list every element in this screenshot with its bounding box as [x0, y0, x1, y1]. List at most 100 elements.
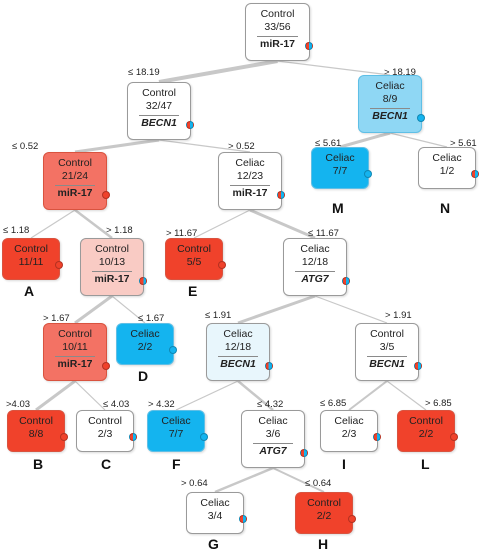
leaf-letter-E: E	[188, 283, 198, 299]
edge-label-n8-n12: > 1.91	[385, 310, 412, 321]
node-count: 32/47	[145, 100, 173, 112]
edge-n1-n3	[74, 138, 160, 154]
class-distribution-dot-icon	[169, 346, 177, 354]
edge-n4-n8	[249, 208, 316, 240]
node-count: 7/7	[332, 165, 348, 177]
node-split-feature: miR-17	[232, 187, 268, 199]
node-count: 2/3	[341, 428, 357, 440]
node-count: 3/6	[265, 428, 281, 440]
node-count: 10/13	[98, 256, 126, 268]
class-distribution-dot-icon	[417, 114, 425, 122]
node-count: 2/2	[137, 341, 153, 353]
edge-n9-C	[74, 380, 106, 411]
node-class-label: Control	[95, 243, 129, 255]
node-count: 5/5	[186, 256, 202, 268]
class-distribution-dot-icon	[373, 433, 381, 441]
node-split-feature: miR-17	[57, 187, 93, 199]
edge-label-n1-n4: > 0.52	[228, 141, 255, 152]
edge-label-n2-N: > 5.61	[450, 138, 477, 149]
class-distribution-dot-icon	[55, 261, 63, 269]
edge-n4-E	[193, 209, 251, 239]
node-class-label: Control	[260, 8, 295, 20]
edge-label-n3-A: ≤ 1.18	[3, 225, 30, 236]
node-class-label: Celiac	[432, 152, 462, 164]
class-distribution-dot-icon	[102, 191, 110, 199]
edge-label-n8-n11: ≤ 1.91	[205, 310, 232, 321]
edge-label-n16-G: > 0.64	[181, 478, 208, 489]
edge-n8-n11	[237, 294, 316, 325]
edge-n2-N	[389, 132, 448, 148]
node-count: 7/7	[168, 428, 184, 440]
edge-n8-n12	[314, 295, 388, 324]
node-class-label: Celiac	[258, 415, 288, 427]
edge-label-n6-D: ≤ 1.67	[138, 313, 165, 324]
node-class-label: Control	[370, 328, 404, 340]
node-class-label: Celiac	[375, 80, 405, 92]
node-class-label: Celiac	[161, 415, 191, 427]
node-class-label: Control	[177, 243, 211, 255]
node-divider	[257, 36, 298, 37]
class-distribution-dot-icon	[239, 515, 247, 523]
class-distribution-dot-icon	[200, 433, 208, 441]
leaf-letter-A: A	[24, 283, 35, 299]
node-divider	[253, 443, 293, 444]
node-class-label: Control	[142, 87, 176, 99]
leaf-letter-L: L	[421, 456, 430, 472]
edge-n1-n4	[158, 139, 251, 153]
leaf-letter-I: I	[342, 456, 346, 472]
edge-label-n12-L: > 6.85	[425, 398, 452, 409]
leaf-letter-N: N	[440, 200, 451, 216]
node-split-feature: miR-17	[94, 273, 130, 285]
node-count: 3/4	[207, 510, 223, 522]
node-count: 2/2	[316, 510, 332, 522]
edge-label-n9-C: ≤ 4.03	[103, 399, 130, 410]
edge-label-n11-F: > 4.32	[148, 399, 175, 410]
leaf-letter-M: M	[332, 200, 344, 216]
edge-n2-M	[339, 131, 391, 149]
edge-label-n1-n3: ≤ 0.52	[12, 141, 39, 152]
node-divider	[295, 271, 335, 272]
edge-label-n11-n16: ≤ 4.32	[257, 399, 284, 410]
class-distribution-dot-icon	[348, 515, 356, 523]
node-count: 12/18	[301, 256, 329, 268]
edge-label-n6-n9: > 1.67	[43, 313, 70, 324]
edge-n16-H	[272, 467, 325, 493]
class-distribution-dot-icon	[218, 261, 226, 269]
node-divider	[367, 356, 407, 357]
class-distribution-dot-icon	[471, 170, 479, 178]
node-count: 3/5	[379, 341, 395, 353]
node-count: 2/2	[418, 428, 434, 440]
edge-label-n4-n8: ≤ 11.67	[308, 228, 339, 239]
node-split-feature: BECN1	[372, 110, 408, 122]
node-class-label: Celiac	[300, 243, 330, 255]
node-count: 33/56	[264, 21, 291, 33]
class-distribution-dot-icon	[60, 433, 68, 441]
edge-n12-L	[386, 380, 427, 411]
node-divider	[218, 356, 258, 357]
node-divider	[55, 185, 95, 186]
node-count: 1/2	[439, 165, 455, 177]
class-distribution-dot-icon	[414, 362, 422, 370]
node-count: 2/3	[97, 428, 113, 440]
edge-label-n12-I: ≤ 6.85	[320, 398, 347, 409]
node-class-label: Control	[409, 415, 443, 427]
class-distribution-dot-icon	[277, 191, 285, 199]
edge-label-n3-n6: > 1.18	[106, 225, 133, 236]
node-class-label: Control	[19, 415, 53, 427]
edge-n3-A	[30, 209, 76, 239]
leaf-letter-H: H	[318, 536, 329, 552]
class-distribution-dot-icon	[300, 449, 308, 457]
